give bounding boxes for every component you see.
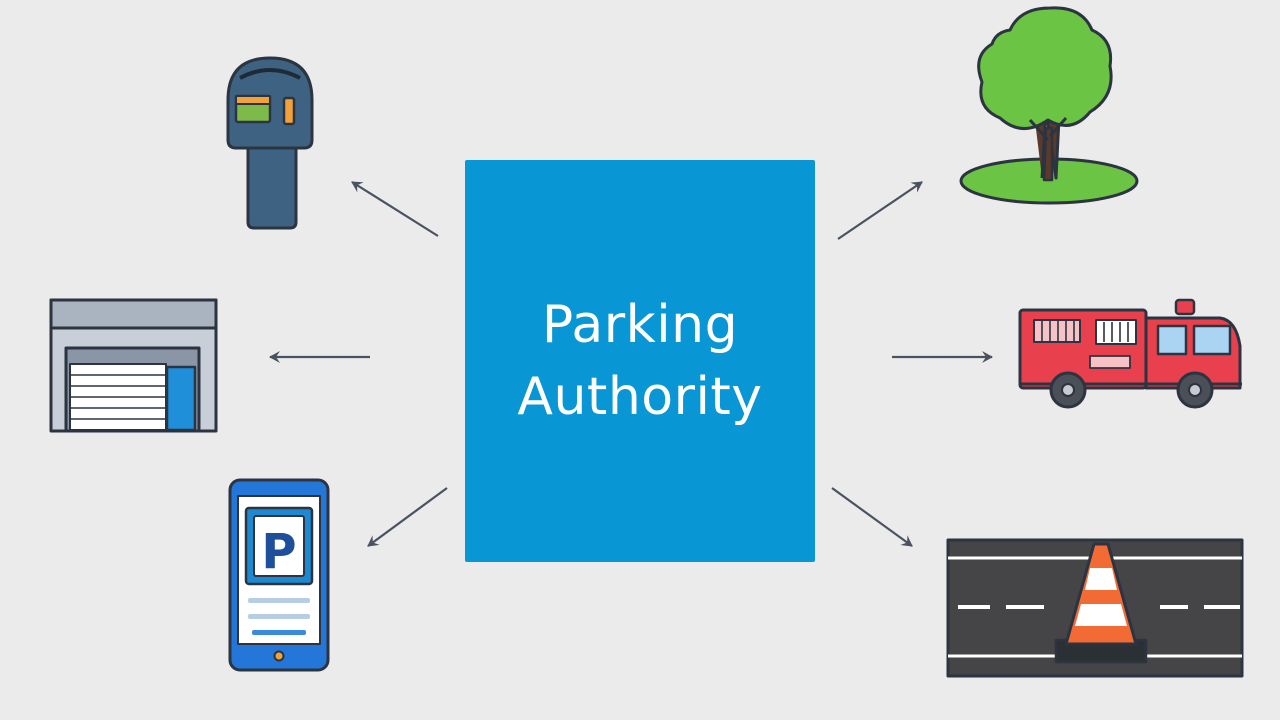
- tree-park-icon: [959, 6, 1139, 205]
- center-title-line-1: Parking: [541, 295, 739, 355]
- center-title-line-2: Authority: [517, 367, 763, 427]
- arrow-to-tree-park: [837, 181, 923, 240]
- parking-meter-icon: [226, 56, 314, 230]
- mobile-parking-app-icon: P: [228, 478, 330, 672]
- parking-authority-box: Parking Authority: [465, 160, 815, 562]
- arrow-to-road-cone: [831, 487, 913, 547]
- mobile-app-parking-letter: P: [261, 524, 296, 580]
- arrows: [269, 181, 993, 547]
- fire-truck-icon: [1018, 298, 1242, 409]
- arrow-to-parking-meter: [351, 181, 439, 237]
- parking-garage-icon: [49, 298, 218, 433]
- arrow-to-mobile-app: [367, 487, 448, 547]
- road-traffic-cone-icon: [946, 538, 1244, 678]
